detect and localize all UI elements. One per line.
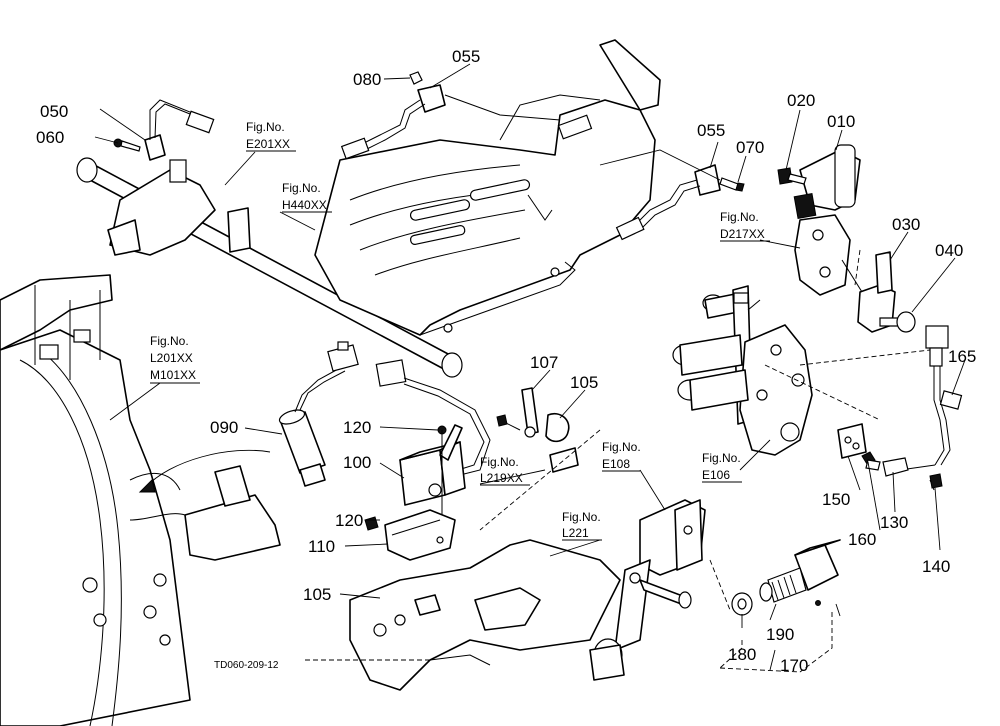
svg-text:Fig.No.: Fig.No. [282, 181, 321, 195]
part-number-110: 110 [308, 537, 335, 556]
svg-text:Fig.No.: Fig.No. [562, 510, 601, 524]
svg-text:L221: L221 [562, 526, 589, 540]
svg-text:E106: E106 [702, 468, 730, 482]
part-number-030: 030 [892, 215, 920, 234]
part-number-100: 100 [343, 453, 371, 472]
cross-shaft-drawing [76, 157, 463, 378]
svg-text:L219XX: L219XX [480, 471, 523, 485]
fig-ref-d217: Fig.No. D217XX [720, 210, 770, 242]
clutch-assembly-drawing [672, 285, 813, 456]
part-number-105-lower: 105 [303, 585, 331, 604]
part-number-165: 165 [948, 347, 976, 366]
sensor-050-drawing [113, 99, 215, 161]
nut-180-drawing [731, 592, 753, 616]
part-number-120-lower: 120 [335, 511, 363, 530]
bolt-040-drawing [879, 311, 916, 333]
svg-text:Fig.No.: Fig.No. [720, 210, 759, 224]
svg-text:E108: E108 [602, 457, 630, 471]
svg-text:Fig.No.: Fig.No. [702, 451, 741, 465]
svg-text:M101XX: M101XX [150, 368, 196, 382]
bracket-l221-drawing [349, 539, 621, 691]
part-number-170: 170 [780, 656, 808, 675]
part-number-140: 140 [922, 557, 950, 576]
part-number-020: 020 [787, 91, 815, 110]
switch-090-drawing [278, 341, 359, 487]
bracket-110-drawing [364, 509, 456, 561]
part-number-160: 160 [848, 530, 876, 549]
part-number-040: 040 [935, 241, 963, 260]
figure-references: Fig.No. E201XX Fig.No. H440XX Fig.No. D2… [150, 120, 770, 541]
harness-center-drawing [375, 359, 491, 476]
part-number-105-upper: 105 [570, 373, 598, 392]
part-number-070: 070 [736, 138, 764, 157]
svg-text:E201XX: E201XX [246, 137, 290, 151]
part-number-010: 010 [827, 112, 855, 131]
svg-text:Fig.No.: Fig.No. [246, 120, 285, 134]
part-number-060: 060 [36, 128, 64, 147]
fig-ref-e106: Fig.No. E106 [702, 451, 742, 483]
pedal-e108-drawing [589, 499, 706, 681]
fig-ref-e108: Fig.No. E108 [602, 440, 641, 472]
svg-text:Fig.No.: Fig.No. [150, 334, 189, 348]
part-number-055-right: 055 [697, 121, 725, 140]
sensor-055-right-drawing [599, 149, 745, 241]
switch-010-drawing [777, 144, 861, 219]
plate-d217-drawing [794, 214, 851, 296]
part-number-107: 107 [530, 353, 558, 372]
plate-150-drawing [837, 423, 867, 459]
part-number-120-upper: 120 [343, 418, 371, 437]
part-number-080: 080 [353, 70, 381, 89]
part-number-180: 180 [728, 645, 756, 664]
fig-ref-l201: Fig.No. L201XX M101XX [150, 334, 200, 384]
bolt-160-drawing [861, 451, 881, 471]
part-number-055-top: 055 [452, 47, 480, 66]
svg-text:L201XX: L201XX [150, 351, 193, 365]
link-107-drawing [496, 387, 579, 473]
svg-text:Fig.No.: Fig.No. [480, 455, 519, 469]
part-number-190: 190 [766, 625, 794, 644]
drawing-code: TD060-209-12 [214, 660, 279, 671]
left-frame-drawing [0, 274, 281, 726]
svg-text:D217XX: D217XX [720, 227, 765, 241]
switch-190-drawing [759, 539, 841, 606]
svg-text:H440XX: H440XX [282, 198, 327, 212]
svg-text:Fig.No.: Fig.No. [602, 440, 641, 454]
actuator-100-drawing [399, 424, 466, 540]
fig-ref-l219: Fig.No. L219XX [480, 455, 530, 486]
floor-plate-drawing [314, 39, 661, 336]
part-number-150: 150 [822, 490, 850, 509]
leader-lines [94, 63, 966, 673]
fig-ref-e201: Fig.No. E201XX [246, 120, 296, 152]
part-number-050: 050 [40, 102, 68, 121]
part-number-130: 130 [880, 513, 908, 532]
part-number-090: 090 [210, 418, 238, 437]
part-number-labels: 050 060 080 055 055 070 020 010 030 040 … [36, 47, 976, 675]
harness-165-drawing [882, 325, 963, 491]
fig-ref-h440: Fig.No. H440XX [282, 181, 332, 213]
fig-ref-l221: Fig.No. L221 [562, 510, 602, 541]
